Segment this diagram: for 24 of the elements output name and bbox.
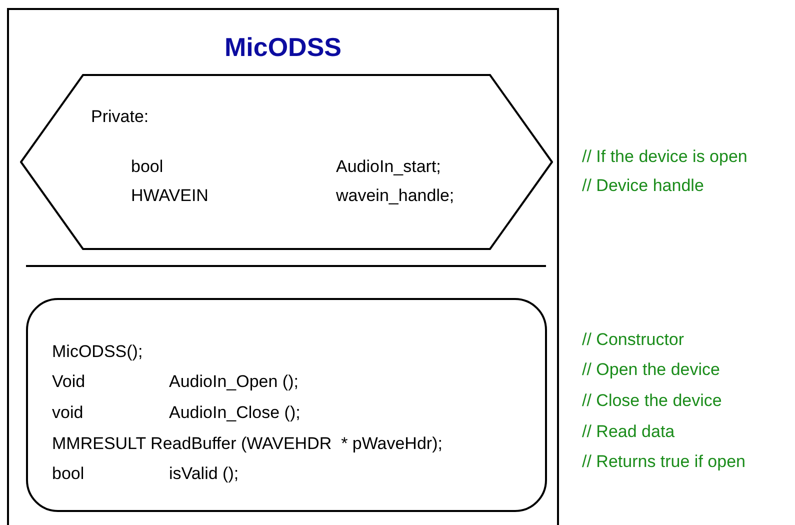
class-box — [7, 8, 559, 525]
hexagon-shape — [20, 74, 553, 250]
code-text: Void — [52, 371, 86, 393]
code-comment: // Open the device — [582, 359, 720, 381]
code-comment: // Close the device — [582, 390, 722, 412]
code-text: wavein_handle; — [336, 185, 454, 207]
rounded-box — [26, 298, 547, 512]
code-comment: // Returns true if open — [582, 451, 746, 473]
code-text: AudioIn_start; — [336, 156, 441, 178]
code-comment: // Constructor — [582, 329, 684, 351]
code-text: HWAVEIN — [131, 185, 208, 207]
code-text: bool — [52, 463, 84, 485]
code-text: AudioIn_Close (); — [169, 402, 300, 424]
code-text: bool — [131, 156, 164, 178]
code-text: void — [52, 402, 84, 424]
class-title: MicODSS — [223, 31, 343, 63]
code-text: MicODSS(); — [52, 341, 143, 363]
code-comment: // If the device is open — [582, 146, 748, 168]
code-comment: // Read data — [582, 421, 675, 443]
code-text: Private: — [91, 106, 149, 128]
code-comment: // Device handle — [582, 175, 704, 197]
code-text: isValid (); — [169, 463, 239, 485]
code-text: AudioIn_Open (); — [169, 371, 298, 393]
code-text: MMRESULT ReadBuffer (WAVEHDR * pWaveHdr); — [52, 433, 442, 455]
